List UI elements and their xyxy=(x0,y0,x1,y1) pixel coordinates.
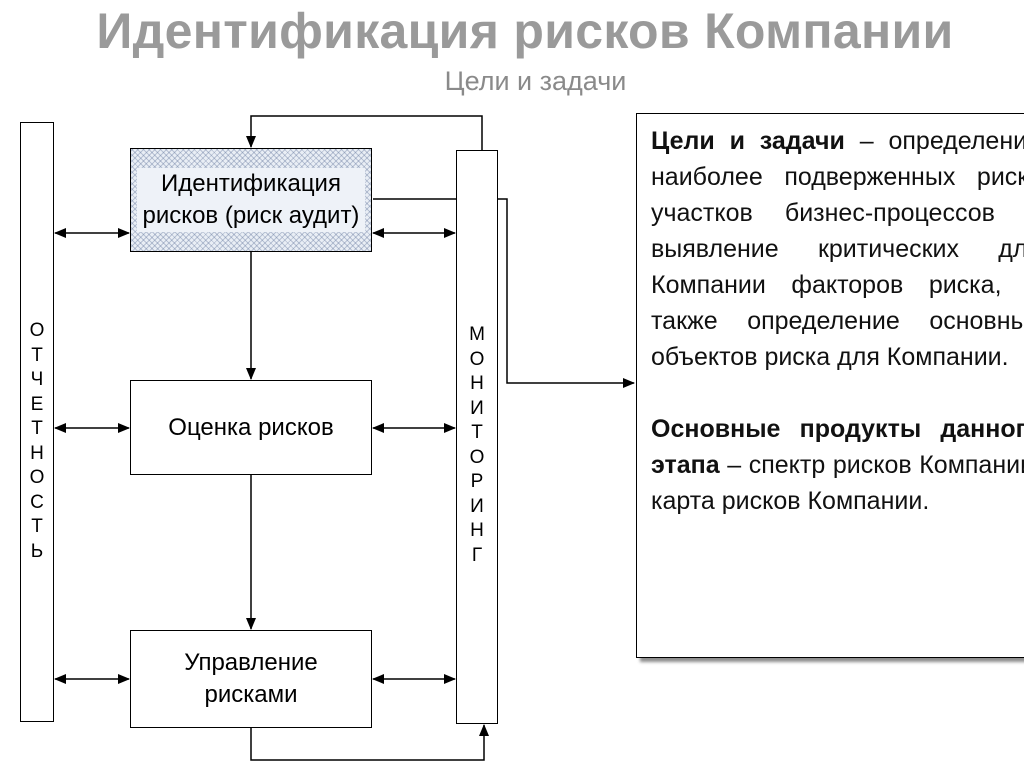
monitoring-bar: М О Н И Т О Р И Н Г xyxy=(456,150,498,724)
step-risk-management: Управление рисками xyxy=(130,630,372,728)
monitoring-label: М О Н И Т О Р И Н Г xyxy=(469,324,485,566)
feedback-loop-arrow xyxy=(246,115,483,150)
step-label: Оценка рисков xyxy=(168,413,334,441)
goals-text: – определение наиболее подверженных риск… xyxy=(651,127,1024,371)
step-label: Идентификация рисков (риск аудит) xyxy=(137,168,365,232)
page-title: Идентификация рисков Компании xyxy=(96,3,954,59)
step-risk-identification: Идентификация рисков (риск аудит) xyxy=(130,148,372,252)
products-paragraph: Основные продукты данного этапа – спектр… xyxy=(651,411,1024,519)
goals-paragraph: Цели и задачи – определение наиболее под… xyxy=(651,123,1024,375)
page-subtitle: Цели и задачи xyxy=(444,66,627,96)
description-box: Цели и задачи – определение наиболее под… xyxy=(636,113,1024,658)
callout-arrow xyxy=(373,198,635,388)
reporting-bar: О Т Ч Е Т Н О С Т Ь xyxy=(20,122,54,722)
products-text: – спектр рисков Компании, карта рисков К… xyxy=(651,451,1024,515)
bottom-loop-arrow xyxy=(250,724,489,761)
goals-heading: Цели и задачи xyxy=(651,127,845,155)
reporting-label: О Т Ч Е Т Н О С Т Ь xyxy=(29,320,45,562)
products-heading: Основные продукты данного этапа xyxy=(651,415,1024,479)
step-label: Управление рисками xyxy=(184,649,318,708)
step-risk-assessment: Оценка рисков xyxy=(130,380,372,475)
